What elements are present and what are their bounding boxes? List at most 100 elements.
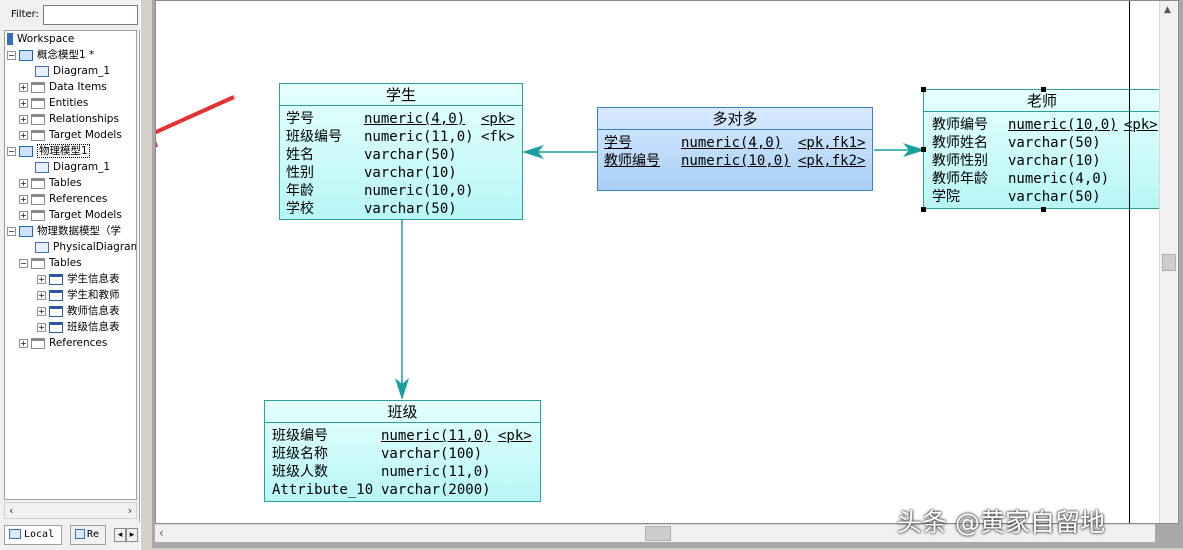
tree-item-pdm1[interactable]: −物理模型1 (7, 144, 90, 158)
selection-handle[interactable] (1041, 87, 1046, 92)
attr-type: varchar(50) (1008, 189, 1101, 205)
expand-icon[interactable]: + (19, 338, 28, 348)
tree-item-workspace[interactable]: Workspace (7, 31, 74, 47)
tab-next-icon[interactable]: ▸ (126, 528, 138, 542)
expand-icon[interactable]: + (37, 306, 46, 316)
selection-handle[interactable] (1041, 207, 1046, 212)
model-icon (19, 145, 33, 157)
expand-icon[interactable]: + (37, 290, 46, 300)
attr-key: <pk> (498, 428, 532, 444)
attr-name: 教师编号 (932, 117, 988, 133)
attr-type: numeric(4,0) (681, 135, 783, 151)
tree-horizontal-scrollbar[interactable]: ‹ › (4, 502, 137, 519)
tab-prev-icon[interactable]: ◂ (114, 528, 126, 542)
entity-title: 学生 (280, 84, 522, 106)
panel-splitter[interactable] (140, 0, 152, 550)
tree-item-pdm2-tables[interactable]: −Tables (19, 257, 82, 269)
arrowhead-icon (903, 143, 925, 157)
tree-item-pdm2[interactable]: −物理数据模型（学 (7, 225, 121, 237)
selection-handle[interactable] (921, 87, 926, 92)
tab-local[interactable]: Local (4, 525, 62, 545)
diagram-icon (35, 161, 49, 173)
canvas-horizontal-scrollbar[interactable]: ‹ (155, 524, 1155, 542)
expand-icon[interactable]: + (19, 178, 28, 188)
attr-name: 教师编号 (604, 153, 660, 169)
tab-repository[interactable]: Re (70, 525, 106, 545)
expand-icon[interactable]: + (19, 130, 28, 140)
collapse-icon[interactable]: − (7, 50, 16, 60)
attr-name: 姓名 (286, 147, 314, 163)
table-icon (49, 305, 63, 317)
tree-item-physical-diagram[interactable]: PhysicalDiagram_ (23, 239, 136, 255)
attr-key: <pk,fk2> (798, 153, 866, 169)
attr-type: varchar(50) (1008, 135, 1101, 151)
tree-item-pdm1-diagram[interactable]: Diagram_1 (23, 159, 110, 175)
expand-icon[interactable]: + (19, 114, 28, 124)
attr-type: numeric(10,0) (1008, 117, 1118, 133)
expand-icon[interactable]: + (37, 274, 46, 284)
model-icon (19, 225, 33, 237)
folder-icon (31, 193, 45, 205)
entity-student[interactable]: 学生 学号 numeric(4,0) <pk> 班级编号 numeric(11,… (279, 83, 523, 220)
canvas-vertical-scrollbar[interactable]: ▲ (1159, 1, 1177, 523)
tree-item-pdm1-target-models[interactable]: +Target Models (19, 209, 122, 221)
tree-item-pdm1-tables[interactable]: +Tables (19, 177, 82, 189)
collapse-icon[interactable]: − (7, 226, 16, 236)
collapse-icon[interactable]: − (7, 146, 16, 156)
expand-icon[interactable]: + (19, 98, 28, 108)
folder-icon (31, 337, 45, 349)
expand-icon[interactable]: + (19, 210, 28, 220)
tree-item-table[interactable]: +学生和教师 (37, 289, 120, 301)
tree-item-data-items[interactable]: +Data Items (19, 81, 107, 93)
arrowhead-icon (395, 378, 409, 400)
scroll-left-icon[interactable]: ‹ (159, 526, 164, 540)
attr-key: <pk,fk1> (798, 135, 866, 151)
scroll-thumb[interactable] (645, 526, 671, 541)
tree-item-cdm-diagram[interactable]: Diagram_1 (23, 63, 110, 79)
selection-handle[interactable] (921, 207, 926, 212)
tree-item-table[interactable]: +班级信息表 (37, 321, 120, 333)
attr-key: <pk> (1124, 117, 1158, 133)
attr-type: varchar(100) (381, 446, 483, 462)
diagram-canvas[interactable]: 学生 学号 numeric(4,0) <pk> 班级编号 numeric(11,… (155, 0, 1179, 524)
entity-many-to-many[interactable]: 多对多 学号 numeric(4,0) <pk,fk1> 教师编号 numeri… (597, 107, 873, 191)
tree-item-table[interactable]: +学生信息表 (37, 273, 120, 285)
entity-class[interactable]: 班级 班级编号 numeric(11,0) <pk> 班级名称 varchar(… (264, 400, 541, 502)
attr-name: 学校 (286, 201, 314, 217)
tree-item-cdm-target-models[interactable]: +Target Models (19, 129, 122, 141)
attr-name: 班级编号 (272, 428, 328, 444)
attr-type: numeric(11,0) (381, 464, 491, 480)
selection-handle[interactable] (921, 147, 926, 152)
diagram-icon (35, 65, 49, 77)
filter-input[interactable] (43, 5, 138, 25)
workspace-panel: Filter: Workspace −概念模型1 * Diagram_1 +Da… (0, 0, 140, 550)
entity-title: 老师 (924, 90, 1160, 112)
repository-icon (75, 529, 85, 539)
attr-name: 班级人数 (272, 464, 328, 480)
workspace-tree: Workspace −概念模型1 * Diagram_1 +Data Items… (4, 30, 137, 500)
expand-icon[interactable]: + (19, 194, 28, 204)
tree-item-pdm1-references[interactable]: +References (19, 193, 108, 205)
expand-icon[interactable]: + (19, 82, 28, 92)
tree-item-cdm[interactable]: −概念模型1 * (7, 49, 95, 61)
tree-item-pdm2-references[interactable]: +References (19, 337, 108, 349)
scroll-right-icon[interactable]: › (127, 504, 132, 517)
collapse-icon[interactable]: − (19, 258, 28, 268)
tree-item-relationships[interactable]: +Relationships (19, 113, 119, 125)
scroll-thumb[interactable] (1162, 254, 1176, 271)
attr-name: 教师年龄 (932, 171, 988, 187)
folder-open-icon (31, 257, 45, 269)
watermark: 头条 @黄家自留地 (897, 508, 1105, 537)
table-icon (49, 321, 63, 333)
scroll-left-icon[interactable]: ‹ (9, 504, 14, 517)
entity-title: 多对多 (598, 108, 872, 130)
tree-item-table[interactable]: +教师信息表 (37, 305, 120, 317)
filter-bar: Filter: (0, 0, 140, 30)
attr-type: varchar(50) (364, 201, 457, 217)
scroll-up-icon[interactable]: ▲ (1164, 5, 1171, 15)
entity-teacher[interactable]: 老师 教师编号 numeric(10,0) <pk> 教师姓名 varchar(… (923, 89, 1163, 209)
table-icon (49, 273, 63, 285)
tree-item-entities[interactable]: +Entities (19, 97, 89, 109)
expand-icon[interactable]: + (37, 322, 46, 332)
